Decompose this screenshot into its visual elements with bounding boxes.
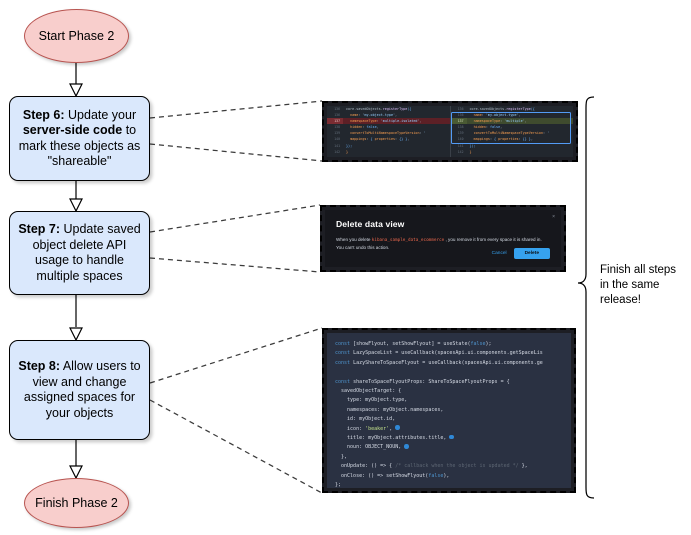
line-number: 138 (457, 125, 464, 130)
react-code-screenshot[interactable]: const [showFlyout, setShowFlyout] = useS… (322, 328, 576, 493)
diff-line-removed: 137 namespaceType: 'multiple-isolated', (327, 118, 450, 125)
modal-body-before: When you delete (336, 237, 372, 242)
step-8-part1: Allow users to view and change assigned … (23, 359, 141, 420)
line-number: 141 (334, 143, 340, 148)
diff-line: 141}); (451, 143, 574, 149)
diff-line: 136 name: 'my-object-type', (327, 112, 450, 118)
modal-body-after: , you remove it from every space it is s… (336, 237, 542, 251)
line-number: 140 (334, 137, 340, 142)
line-number: 140 (457, 137, 464, 142)
diff-line: 136 name: 'my-object-type', (451, 112, 574, 118)
modal-title: Delete data view (336, 219, 405, 229)
step-8-box[interactable]: Step 8: Allow users to view and change a… (9, 340, 150, 440)
modal-body: When you delete kibana_sample_data_ecomm… (336, 236, 548, 251)
start-label: Start Phase 2 (38, 29, 115, 43)
diff-line: 140 mappings: { properties: {} }, (451, 136, 574, 142)
modal-actions: Cancel Delete (491, 247, 550, 259)
line-number: 136 (457, 107, 464, 111)
delete-button[interactable]: Delete (513, 247, 550, 259)
diff-line: 142} (327, 149, 450, 155)
line-number: 141 (457, 143, 464, 148)
diff-line: 141}); (327, 143, 450, 149)
step-6-emphasis: server-side code (22, 123, 123, 137)
step-7-number: Step 7: (18, 222, 61, 236)
data-view-name: kibana_sample_data_ecommerce (371, 238, 445, 243)
release-note-line-2: in the same (600, 279, 660, 291)
line-number: 138 (334, 125, 340, 130)
diff-line-added: 137 namespaceType: 'multiple', (450, 118, 573, 125)
info-bulb-icon (404, 444, 409, 449)
step-6-part2: to mark these objects as "shareable" (18, 123, 141, 168)
delete-modal-screenshot[interactable]: × Delete data view When you delete kiban… (320, 205, 566, 272)
release-note-line-1: Finish all steps (600, 264, 677, 276)
line-number: 137 (450, 118, 467, 125)
line-number: 139 (457, 131, 464, 136)
delete-data-view-modal: × Delete data view When you delete kiban… (325, 210, 561, 267)
line-number: 139 (334, 131, 340, 136)
release-note-line-3: release! (600, 294, 641, 306)
step-7-part1: Update saved object delete API usage to … (32, 222, 141, 283)
diff-line: 139 convertToMultiNamespaceTypeVersion: … (327, 130, 450, 136)
finish-terminator: Finish Phase 2 (24, 478, 129, 528)
step-7-box[interactable]: Step 7: Update saved object delete API u… (9, 211, 150, 295)
diff-line: 138 hidden: false, (327, 124, 450, 130)
line-number: 136 (334, 113, 340, 118)
step-6-text: Step 6: Update your server-side code to … (16, 108, 143, 170)
step-8-text: Step 8: Allow users to view and change a… (16, 359, 143, 421)
info-bulb-icon (395, 425, 400, 431)
line-number: 136 (334, 107, 340, 111)
line-number: 137 (327, 118, 343, 125)
cancel-button[interactable]: Cancel (491, 250, 507, 256)
diff-line: 140 mappings: { properties: {} }, (327, 136, 450, 142)
close-icon[interactable]: × (552, 214, 555, 220)
diff-line: 139 convertToMultiNamespaceTypeVersion: … (451, 130, 574, 136)
diff-line: 138 hidden: false, (451, 124, 574, 130)
step-6-box[interactable]: Step 6: Update your server-side code to … (9, 96, 150, 181)
line-number: 142 (334, 149, 340, 154)
start-terminator: Start Phase 2 (24, 9, 129, 63)
diff-line: 142} (451, 149, 574, 155)
line-number: 136 (457, 113, 464, 118)
finish-label: Finish Phase 2 (35, 496, 118, 510)
info-bulb-icon (449, 434, 454, 440)
step-8-number: Step 8: (18, 359, 61, 373)
react-code-block: const [showFlyout, setShowFlyout] = useS… (327, 333, 571, 488)
step-6-number: Step 6: (22, 107, 65, 122)
step-7-text: Step 7: Update saved object delete API u… (16, 222, 143, 284)
release-note: Finish all steps in the same release! (600, 263, 688, 308)
step-6-part1: Update your (64, 107, 137, 122)
line-number: 142 (457, 149, 464, 154)
